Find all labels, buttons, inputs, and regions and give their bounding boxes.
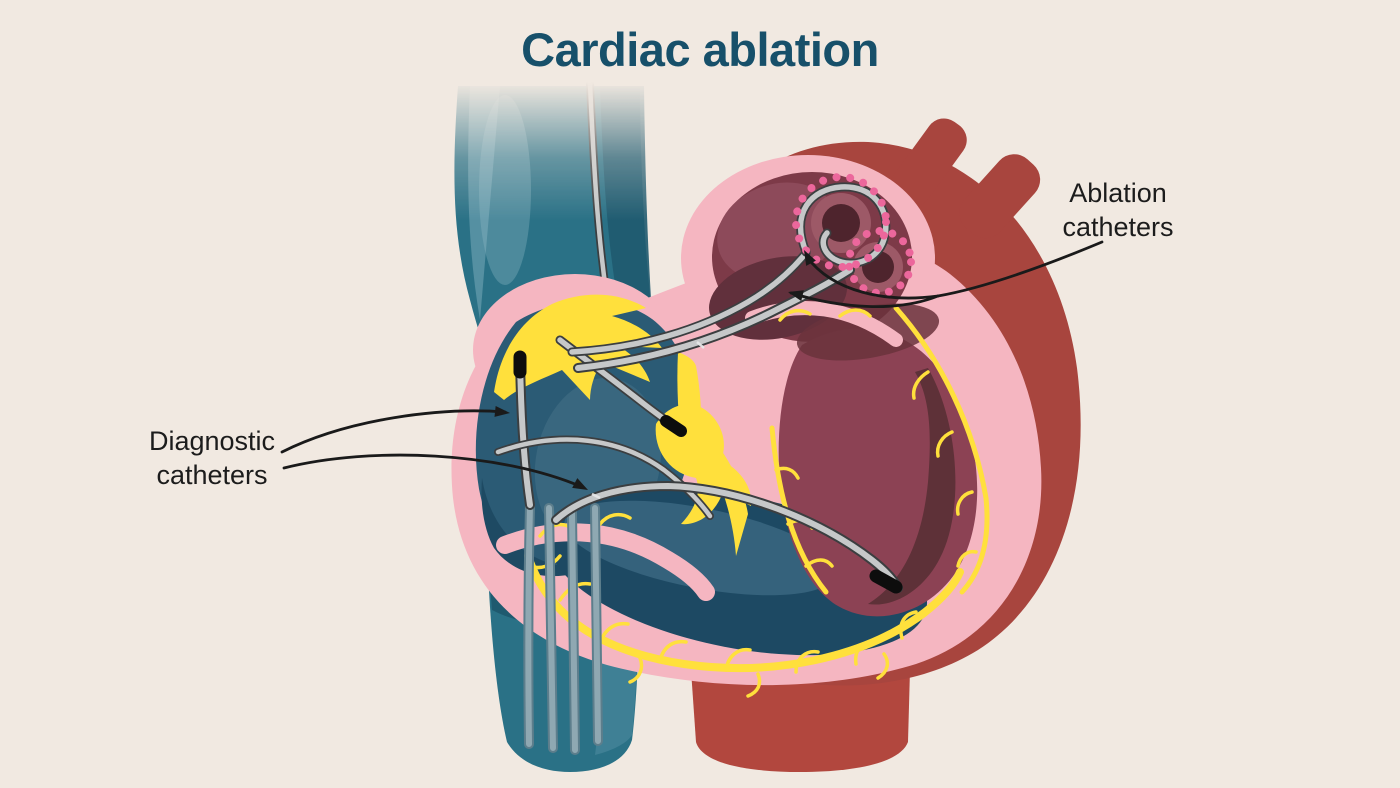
ablation-catheter-shaft xyxy=(567,248,855,373)
diagnostic-leader xyxy=(280,405,588,490)
diagnostic-catheter-cross xyxy=(494,435,714,520)
lv-free-wall-branch xyxy=(893,305,990,595)
vessel-stub-2 xyxy=(959,154,1041,239)
diagnostic-arrow-2 xyxy=(572,478,588,490)
diagnostic-catheter-ra xyxy=(515,353,535,510)
left-atrium xyxy=(709,172,912,342)
ablation-catheters-label: Ablation catheters xyxy=(1062,178,1174,242)
catheters xyxy=(494,182,903,755)
page-title: Cardiac ablation xyxy=(521,23,879,76)
ablation-lesion-dots xyxy=(792,173,915,297)
ablation-leader xyxy=(788,240,1104,309)
diagnostic-arrow-1 xyxy=(494,405,510,417)
ablation-loop-catheter xyxy=(796,182,891,268)
ablation-arrow-2 xyxy=(788,290,804,301)
vessel-stub-1 xyxy=(890,118,967,207)
catheter-tips xyxy=(513,350,903,594)
ivc-catheter-bundle xyxy=(523,500,603,755)
diagnostic-catheters-label: Diagnostic catheters xyxy=(148,426,276,490)
diagnostic-catheter-rv xyxy=(551,480,903,593)
ablation-arrow-1 xyxy=(804,250,816,266)
